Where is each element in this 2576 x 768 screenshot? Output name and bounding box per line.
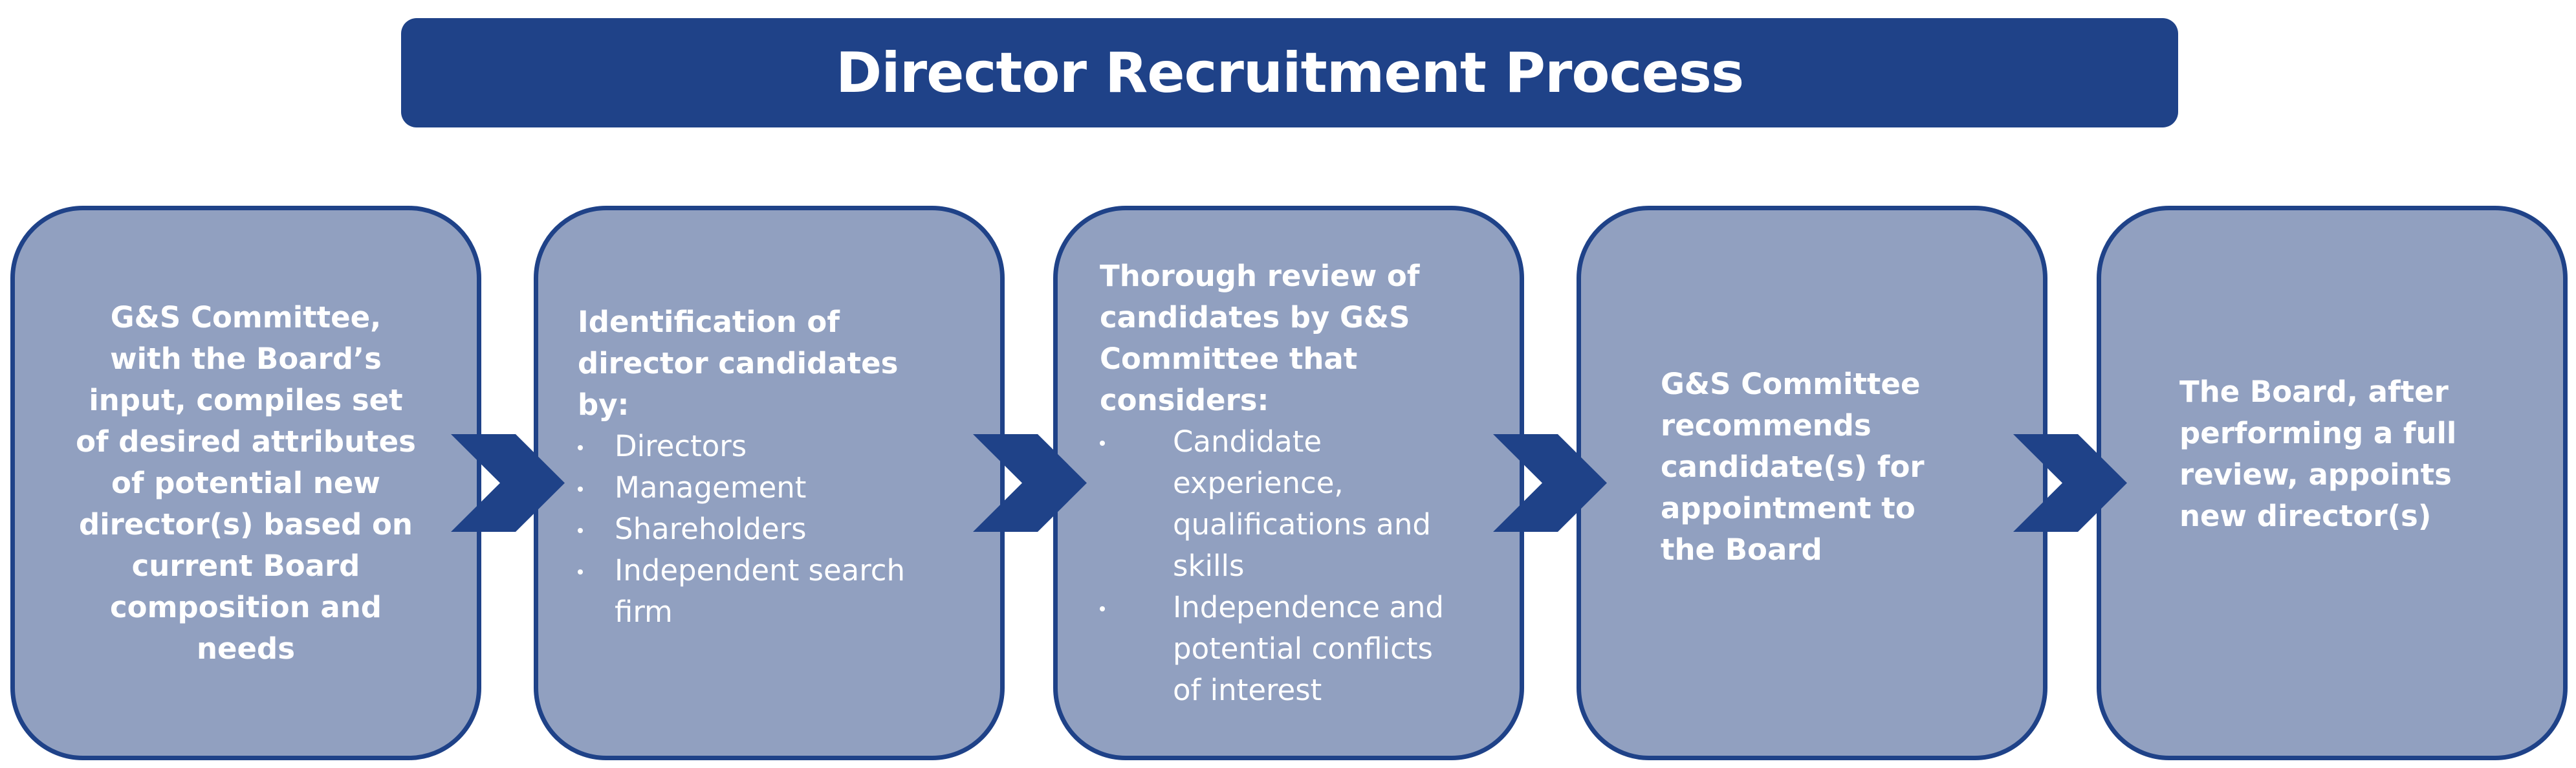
bullet-text: qualifications and bbox=[1173, 507, 1431, 542]
step-2-identify-candidates: Identification of director candidates by… bbox=[534, 206, 1005, 760]
title-banner: Director Recruitment Process bbox=[401, 18, 2178, 127]
page-title: Director Recruitment Process bbox=[835, 40, 1744, 105]
step-text-line: of desired attributes bbox=[76, 424, 416, 459]
step-2-text: Identification of director candidates by… bbox=[538, 302, 1000, 633]
bullet-text: potential conflicts bbox=[1173, 631, 1433, 666]
step-heading-line: Thorough review of bbox=[1100, 258, 1420, 293]
step-5-appoint: The Board, after performing a full revie… bbox=[2097, 206, 2568, 760]
step-3-review-candidates: Thorough review of candidates by G&S Com… bbox=[1053, 206, 1524, 760]
step-1-define-attributes: G&S Committee, with the Board’s input, c… bbox=[10, 206, 481, 760]
step-1-text: G&S Committee, with the Board’s input, c… bbox=[15, 297, 477, 670]
step-text-line: director(s) based on bbox=[79, 507, 413, 542]
step-text-line: performing a full bbox=[2179, 415, 2457, 450]
chevron-right-icon bbox=[973, 434, 1087, 532]
step-text-line: current Board bbox=[131, 548, 360, 583]
step-text-line: the Board bbox=[1661, 532, 1822, 567]
step-heading-line: director candidates bbox=[578, 346, 899, 380]
bullet-item-search-firm: Independent search firm bbox=[578, 550, 1000, 633]
step-text-line: of potential new bbox=[111, 465, 380, 500]
step-heading-line: Committee that bbox=[1100, 341, 1358, 376]
bullet-item-experience: Candidate experience, qualifications and… bbox=[1100, 421, 1520, 587]
bullet-text: Candidate bbox=[1173, 424, 1322, 459]
bullet-text: skills bbox=[1173, 548, 1245, 583]
bullet-text: Management bbox=[615, 470, 807, 505]
bullet-text: Shareholders bbox=[615, 511, 807, 546]
chevron-right-icon bbox=[2013, 434, 2127, 532]
chevron-right-icon bbox=[451, 434, 565, 532]
step-text-line: recommends bbox=[1661, 408, 1872, 443]
step-text-line: new director(s) bbox=[2179, 498, 2432, 533]
step-heading-line: considers: bbox=[1100, 382, 1269, 417]
step-text-line: with the Board’s bbox=[110, 341, 382, 376]
bullet-item-shareholders: Shareholders bbox=[578, 509, 1000, 550]
step-4-text: G&S Committee recommends candidate(s) fo… bbox=[1581, 364, 2043, 571]
step-text-line: The Board, after bbox=[2179, 374, 2449, 409]
bullet-item-directors: Directors bbox=[578, 426, 1000, 467]
step-text-line: G&S Committee bbox=[1661, 366, 1921, 401]
step-text-line: input, compiles set bbox=[89, 382, 403, 417]
bullet-text: Independence and bbox=[1173, 589, 1444, 624]
step-text-line: G&S Committee, bbox=[110, 300, 382, 335]
step-heading-line: Identification of bbox=[578, 304, 840, 339]
bullet-text: Directors bbox=[615, 428, 747, 463]
step-text-line: composition and bbox=[110, 589, 382, 624]
bullet-item-independence: Independence and potential conflicts of … bbox=[1100, 587, 1520, 711]
step-5-text: The Board, after performing a full revie… bbox=[2101, 371, 2563, 537]
step-text-line: needs bbox=[196, 631, 296, 666]
step-text-line: review, appoints bbox=[2179, 457, 2452, 492]
bullet-text: experience, bbox=[1173, 465, 1344, 500]
step-3-text: Thorough review of candidates by G&S Com… bbox=[1058, 256, 1520, 711]
bullet-text: firm bbox=[615, 594, 673, 629]
bullet-text: of interest bbox=[1173, 672, 1322, 707]
step-text-line: candidate(s) for bbox=[1661, 449, 1925, 484]
step-heading-line: by: bbox=[578, 387, 629, 422]
chevron-right-icon bbox=[1493, 434, 1607, 532]
step-text-line: appointment to bbox=[1661, 490, 1916, 525]
step-heading-line: candidates by G&S bbox=[1100, 300, 1410, 335]
step-4-recommend: G&S Committee recommends candidate(s) fo… bbox=[1577, 206, 2047, 760]
bullet-text: Independent search bbox=[615, 553, 906, 587]
bullet-item-management: Management bbox=[578, 467, 1000, 509]
